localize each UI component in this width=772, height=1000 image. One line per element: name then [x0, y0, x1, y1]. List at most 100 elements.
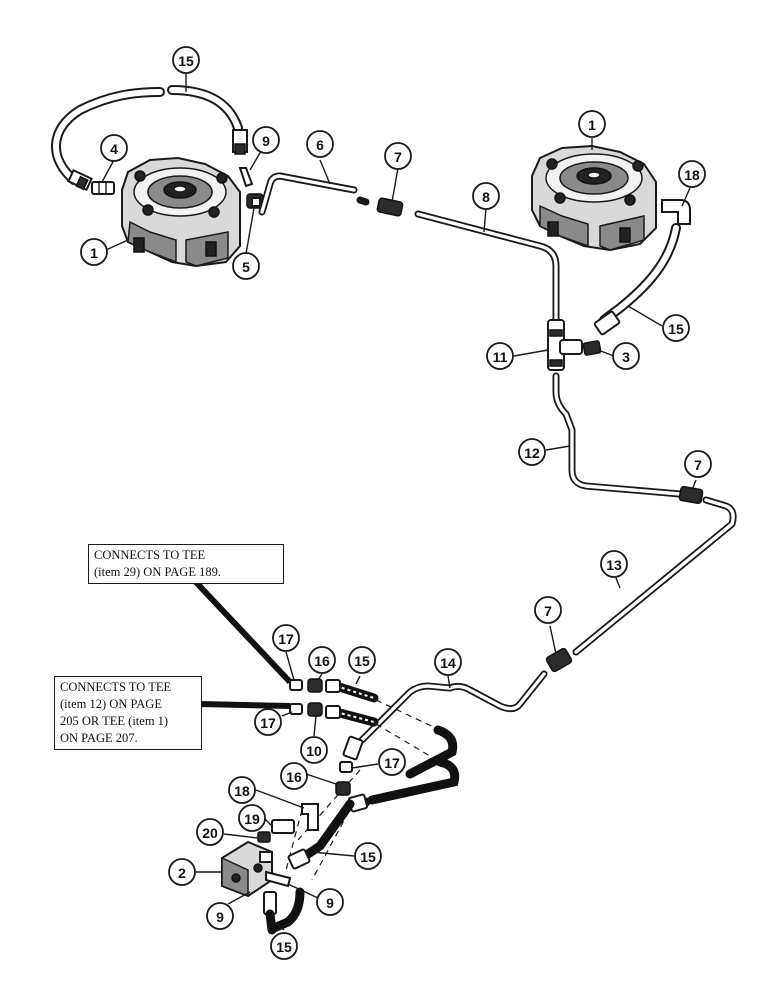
callout-number: 1: [588, 117, 596, 133]
callout-number: 6: [316, 137, 324, 153]
callout-b16-b: 16: [280, 762, 308, 790]
callout-circle: [168, 858, 196, 886]
callout-number: 7: [544, 603, 552, 619]
elbow-item-18-low: [301, 803, 319, 831]
note-205-line-4: ON PAGE 207.: [60, 731, 138, 745]
callout-number: 11: [493, 349, 508, 365]
callout-number: 18: [234, 783, 250, 799]
callout-circle: [684, 450, 712, 478]
callout-number: 3: [622, 349, 630, 365]
callout-b18-low: 18: [228, 776, 256, 804]
elbow-item-18-top: [661, 199, 691, 225]
callout-number: 9: [326, 895, 334, 911]
callout-b9-low-right: 9: [316, 888, 344, 916]
callout-number: 13: [606, 557, 622, 573]
callout-number: 4: [110, 141, 118, 157]
leader-lines: [101, 72, 697, 931]
note-189-line-1: CONNECTS TO TEE: [94, 548, 206, 562]
callout-circle: [206, 902, 234, 930]
callout-circle: [354, 842, 382, 870]
callout-number: 15: [360, 849, 376, 865]
callout-b7-mid: 7: [684, 450, 712, 478]
callout-circle: [172, 46, 200, 74]
callout-b15-top-left: 15: [172, 46, 200, 74]
callout-circle: [662, 314, 690, 342]
connector-item-17-c: [339, 761, 353, 773]
note-189-line-2: (item 29) ON PAGE 189.: [94, 565, 221, 579]
callout-b17-c: 17: [378, 748, 406, 776]
callout-b17-a: 17: [272, 624, 300, 652]
callout-number: 18: [684, 167, 700, 183]
callout-circle: [300, 736, 328, 764]
callout-b8: 8: [472, 182, 500, 210]
callout-circle: [534, 596, 562, 624]
callout-b9-low-left: 9: [206, 902, 234, 930]
callout-number: 17: [278, 631, 294, 647]
callout-circle: [486, 342, 514, 370]
callout-number: 9: [216, 909, 224, 925]
callout-b15-bottom: 15: [270, 932, 298, 960]
callout-circle: [272, 624, 300, 652]
callout-b16-a: 16: [308, 646, 336, 674]
note-leader-189: [189, 575, 293, 685]
callout-circle: [270, 932, 298, 960]
callout-b4: 4: [100, 134, 128, 162]
callout-b15-right: 15: [662, 314, 690, 342]
connector-item-17-b: [289, 703, 303, 715]
callout-b19: 19: [238, 804, 266, 832]
connector-item-10: [307, 702, 323, 717]
callout-b2: 2: [168, 858, 196, 886]
callout-circle: [316, 888, 344, 916]
note-205-line-2: (item 12) ON PAGE: [60, 697, 162, 711]
callout-b18-top: 18: [678, 160, 706, 188]
pump-left: [121, 156, 241, 268]
note-205-line-1: CONNECTS TO TEE: [60, 680, 172, 694]
union-item-7-top: [376, 197, 404, 217]
note-connects-page-189: CONNECTS TO TEE (item 29) ON PAGE 189.: [88, 544, 284, 584]
callout-number: 7: [694, 457, 702, 473]
adapter-item-4: [91, 181, 115, 195]
callout-b9-top: 9: [252, 126, 280, 154]
callout-number: 15: [668, 321, 684, 337]
callout-number: 16: [286, 769, 302, 785]
callout-number: 9: [262, 133, 270, 149]
callout-number: 7: [394, 149, 402, 165]
callout-circle: [378, 748, 406, 776]
callout-circle: [434, 648, 462, 676]
callout-circle: [238, 804, 266, 832]
callout-b7-top: 7: [384, 142, 412, 170]
callout-circle: [196, 818, 224, 846]
callout-circle: [80, 238, 108, 266]
callout-number: 15: [354, 653, 370, 669]
callout-circle: [612, 342, 640, 370]
callout-number: 20: [202, 825, 218, 841]
pump-right: [531, 144, 657, 252]
callout-number: 8: [482, 189, 490, 205]
callout-number: 19: [244, 811, 260, 827]
callout-b10: 10: [300, 736, 328, 764]
callout-number: 15: [178, 53, 194, 69]
callout-b3: 3: [612, 342, 640, 370]
callout-circle: [100, 134, 128, 162]
callout-number: 16: [314, 653, 330, 669]
callout-number: 1: [90, 245, 98, 261]
connector-item-16-b: [335, 781, 351, 796]
note-205-line-3: 205 OR TEE (item 1): [60, 714, 169, 728]
callout-circle: [308, 646, 336, 674]
plug-item-20: [257, 831, 271, 843]
callout-number: 10: [306, 743, 322, 759]
tee-item-11: [547, 319, 583, 371]
callout-number: 2: [178, 865, 186, 881]
callout-circle: [384, 142, 412, 170]
callout-number: 17: [384, 755, 400, 771]
callout-number: 14: [440, 655, 456, 671]
callout-b17-b: 17: [254, 708, 282, 736]
callout-b6: 6: [306, 130, 334, 158]
callout-b1-left: 1: [80, 238, 108, 266]
note-connects-page-205-207: CONNECTS TO TEE (item 12) ON PAGE 205 OR…: [54, 676, 202, 750]
callout-b1-right: 1: [578, 110, 606, 138]
adapter-item-19: [271, 819, 295, 834]
callout-circle: [254, 708, 282, 736]
